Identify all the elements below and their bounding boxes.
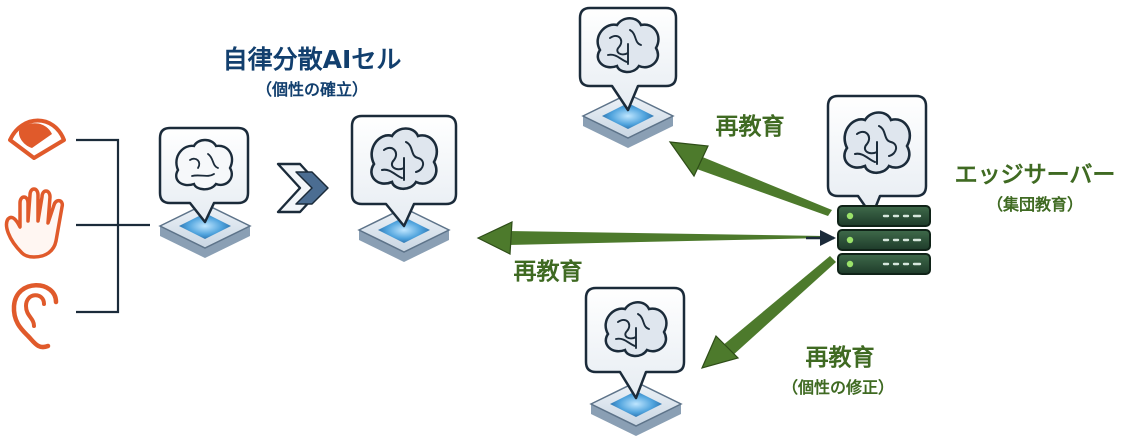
ear-icon [11,283,59,350]
hand-icon [4,187,65,259]
retrain-label-bottom: 再教育 [805,345,875,371]
autonomous-cell-subtitle: （個性の確立） [255,80,368,99]
edge-server-subtitle: （集団教育） [986,195,1083,214]
eye-icon [8,118,66,160]
ai-cell-initial [158,126,251,259]
ai-cell-established [350,114,458,263]
autonomous-cell-title: 自律分散AIセル [222,45,402,74]
progress-chevron-icon [276,162,329,214]
brain-icon-top [596,17,660,74]
brain-icon-simple [175,138,234,191]
retrain-label-bottom-sub: （個性の修正） [781,378,894,397]
retrain-label-top: 再教育 [715,114,785,140]
edge-server-title: エッジサーバー [954,162,1116,188]
arrows [476,141,836,369]
brain-icon-server [843,111,912,175]
retrain-label-center: 再教育 [513,259,583,285]
sensor-bracket [76,138,150,314]
ai-cell-bottom [584,286,686,437]
server-rack-icon [837,205,931,275]
brain-icon-bottom [604,301,668,358]
brain-icon-detailed [370,127,439,191]
ai-cell-top [578,6,678,149]
edge-server [826,94,931,275]
